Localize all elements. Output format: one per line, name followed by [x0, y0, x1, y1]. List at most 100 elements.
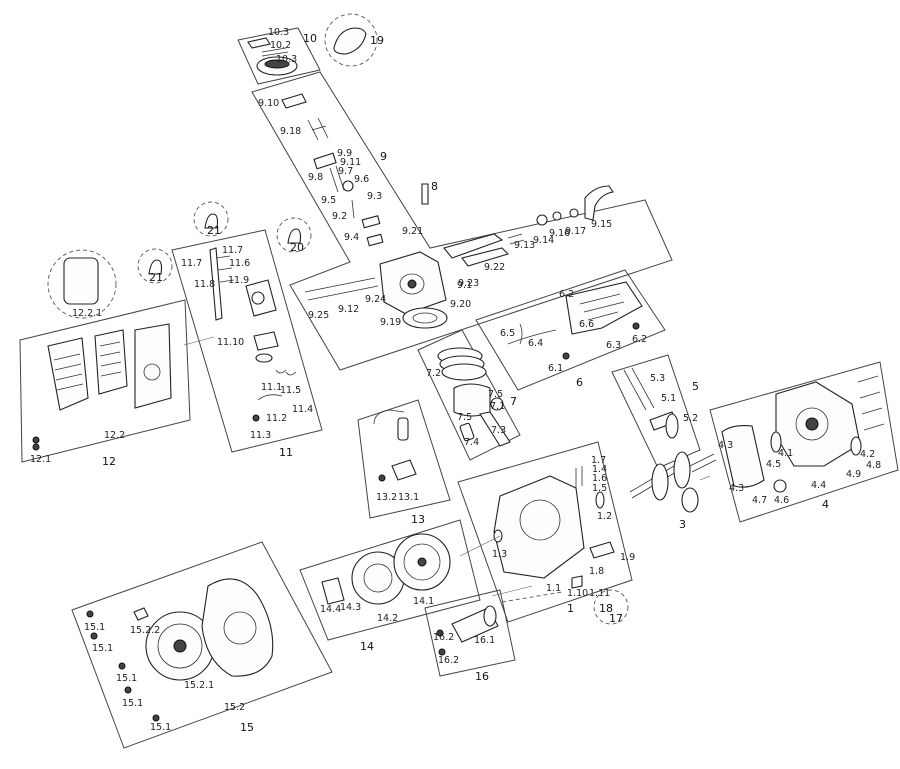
label-12-1: 12.1: [30, 454, 51, 465]
label-4-3b: 4.3: [729, 483, 744, 494]
label-13-2: 13.2: [376, 492, 397, 503]
label-9-3: 9.3: [367, 191, 382, 202]
label-6-6: 6.6: [579, 319, 594, 330]
group-label-7: 7: [510, 395, 517, 408]
label-4-4: 4.4: [811, 480, 826, 491]
label-7-5b: 7.5: [457, 412, 472, 423]
group-15-box: [71, 541, 333, 749]
label-1-6: 1.6: [592, 473, 607, 484]
group-9-box: [251, 71, 673, 371]
label-15-1c: 15.1: [116, 673, 137, 684]
label-11-4: 11.4: [292, 404, 313, 415]
label-4-5: 4.5: [766, 459, 781, 470]
label-1-9: 1.9: [620, 552, 635, 563]
label-11-9: 11.9: [228, 275, 249, 286]
label-9-23: 9.23: [458, 278, 479, 289]
group-label-13: 13: [411, 513, 425, 526]
label-9-18: 9.18: [280, 126, 301, 137]
label-15-1e: 15.1: [150, 722, 171, 733]
label-7-4: 7.4: [464, 437, 479, 448]
label-4-9: 4.9: [846, 469, 861, 480]
label-11-3: 11.3: [250, 430, 271, 441]
label-4-8: 4.8: [866, 460, 881, 471]
label-1-8: 1.8: [589, 566, 604, 577]
label-9-16: 9.16: [549, 228, 570, 239]
label-9-12: 9.12: [338, 304, 359, 315]
label-9-20: 9.20: [450, 299, 471, 310]
label-15-1b: 15.1: [92, 643, 113, 654]
label-1-10: 1.10: [567, 588, 588, 599]
group-label-21b: 21: [149, 271, 163, 284]
detail-circle-17-18: [593, 589, 629, 625]
label-16-2a: 16.2: [433, 632, 454, 643]
group-label-11: 11: [279, 446, 293, 459]
group-label-12: 12: [102, 455, 116, 468]
label-9-11: 9.11: [340, 157, 361, 168]
label-15-2: 15.2: [224, 702, 245, 713]
label-6-2b: 6.2: [632, 334, 647, 345]
label-12-2: 12.2: [104, 430, 125, 441]
label-9-15: 9.15: [591, 219, 612, 230]
group-label-3: 3: [679, 518, 686, 531]
group-14-box: [299, 519, 481, 641]
label-1-4: 1.4: [592, 464, 607, 475]
group-label-15: 15: [240, 721, 254, 734]
label-1-5: 1.5: [592, 483, 607, 494]
label-4-2: 4.2: [860, 449, 875, 460]
group-5-box: [611, 354, 701, 469]
label-9-7: 9.7: [338, 166, 353, 177]
label-9-14: 9.14: [533, 235, 554, 246]
label-4-6: 4.6: [774, 495, 789, 506]
label-7-5a: 7.5: [488, 389, 503, 400]
label-11-7b: 11.7: [181, 258, 202, 269]
label-6-3: 6.3: [606, 340, 621, 351]
group-label-9: 9: [380, 150, 387, 163]
group-label-21a: 21: [207, 224, 221, 237]
group-label-8: 8: [431, 180, 438, 193]
group-label-16: 16: [475, 670, 489, 683]
group-10-box: [237, 27, 321, 85]
group-label-6: 6: [576, 376, 583, 389]
label-9-6: 9.6: [354, 174, 369, 185]
group-label-10: 10: [303, 32, 317, 45]
label-1-2: 1.2: [597, 511, 612, 522]
detail-circle-19: [324, 13, 378, 67]
label-9-4: 9.4: [344, 232, 359, 243]
label-6-1: 6.1: [548, 363, 563, 374]
group-6-box: [475, 269, 666, 391]
label-9-22: 9.22: [484, 262, 505, 273]
group-label-1: 1: [567, 602, 574, 615]
label-9-21: 9.21: [402, 226, 423, 237]
label-15-1d: 15.1: [122, 698, 143, 709]
label-12-2-1: 12.2.1: [72, 308, 102, 319]
group-label-4: 4: [822, 498, 829, 511]
label-6-5: 6.5: [500, 328, 515, 339]
group-label-14: 14: [360, 640, 374, 653]
detail-circle-21b: [137, 248, 173, 284]
label-11-5: 11.5: [280, 385, 301, 396]
group-7-box: [417, 329, 521, 461]
label-15-2-1: 15.2.1: [184, 680, 214, 691]
group-4-box: [709, 361, 899, 523]
label-14-1: 14.1: [413, 596, 434, 607]
detail-circle-20: [276, 217, 312, 253]
label-9-13: 9.13: [514, 240, 535, 251]
label-11-6: 11.6: [229, 258, 250, 269]
label-14-3: 14.3: [340, 602, 361, 613]
label-1-7: 1.7: [591, 455, 606, 466]
label-7-3: 7.3: [491, 425, 506, 436]
label-11-10: 11.10: [217, 337, 244, 348]
label-14-2: 14.2: [377, 613, 398, 624]
label-9-17: 9.17: [565, 226, 586, 237]
label-16-1: 16.1: [474, 635, 495, 646]
crankshaft-part: [629, 451, 717, 513]
label-6-2a: 6.2: [559, 289, 574, 300]
label-4-7: 4.7: [752, 495, 767, 506]
label-4-3a: 4.3: [718, 440, 733, 451]
label-5-1: 5.1: [661, 393, 676, 404]
group-label-17: 17: [609, 612, 623, 625]
label-1-3: 1.3: [492, 549, 507, 560]
label-9-5: 9.5: [321, 195, 336, 206]
label-11-7a: 11.7: [222, 245, 243, 256]
